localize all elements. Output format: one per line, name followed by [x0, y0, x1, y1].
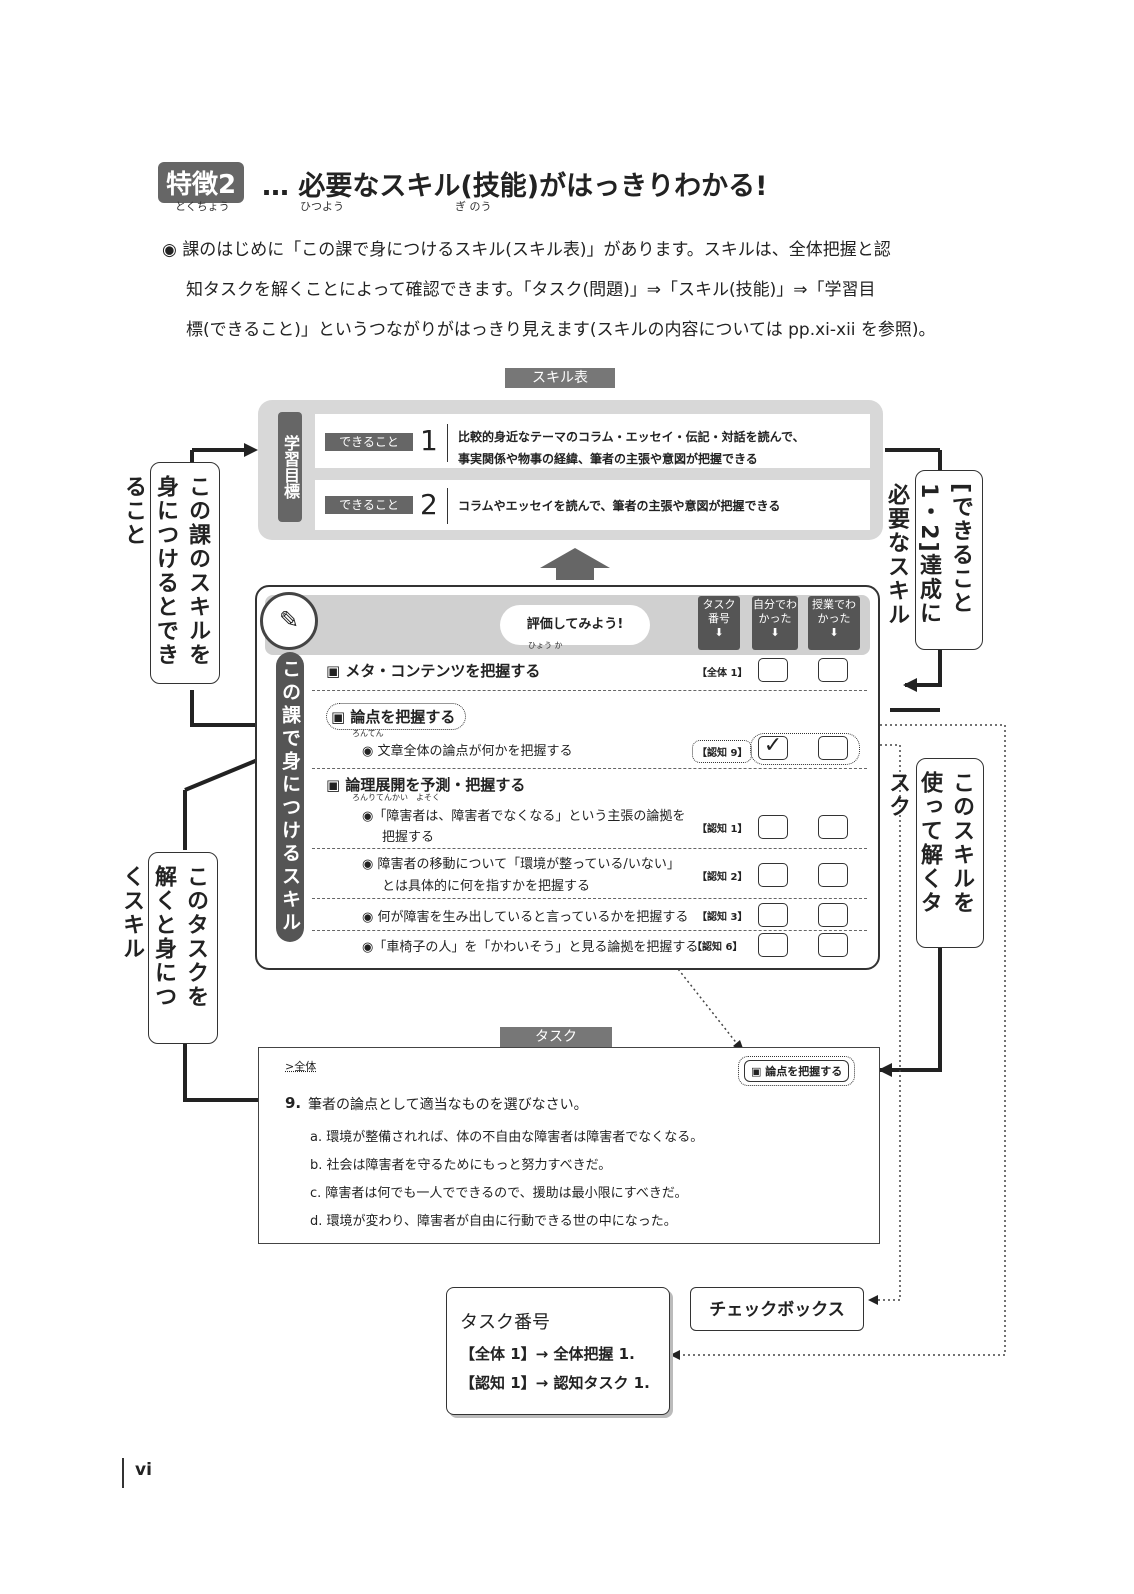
- task-code-cog-9: 【認知 9】: [692, 740, 753, 763]
- option-d[interactable]: d. 環境が変わり、障害者が自由に行動できる世の中になった。: [310, 1214, 677, 1229]
- callout-right-mid: このスキルを使って解くタスク: [885, 758, 984, 948]
- task-code-overview-1: 【全体 1】: [697, 668, 748, 679]
- row-divider: [312, 690, 867, 691]
- title-ruby-1: ひつよう: [300, 200, 344, 213]
- feature-badge: 特徴2: [158, 162, 245, 203]
- goal-num-2: 2: [420, 488, 438, 521]
- col-header-self-text: 自分でわかった: [753, 598, 797, 625]
- sub-skill-2-text-a: ◉「障害者は、障害者でなくなる」という主張の論拠を: [362, 809, 686, 824]
- sub-skill-1-text: ◉ 文章全体の論点が何かを把握する: [362, 744, 573, 759]
- goals-side-label: 学習目標: [278, 412, 302, 522]
- skill-section-1: ▣ メタ・コンテンツを把握する: [326, 662, 541, 680]
- skill-section-2-ruby: ろんてん: [352, 729, 384, 738]
- col-header-self: 自分でわかった ⬇: [752, 596, 798, 650]
- page-number-rule: [122, 1458, 124, 1488]
- task-scope: >全体: [285, 1060, 317, 1073]
- question-number: 9.: [285, 1094, 302, 1112]
- sub-skill-3-text-b: とは具体的に何を指すかを把握する: [382, 879, 591, 894]
- page-number: vi: [135, 1460, 152, 1480]
- task-skill-tag: ▣ 論点を把握する: [738, 1056, 856, 1086]
- intro-line-3: 標(できること)」というつながりがはっきり見えます(スキルの内容については pp…: [186, 320, 936, 340]
- task-skill-tag-inner: ▣ 論点を把握する: [744, 1060, 850, 1082]
- sub-skill-4-text: ◉ 何が障害を生み出していると言っているかを把握する: [362, 910, 689, 925]
- class-checkbox-1[interactable]: [818, 658, 848, 682]
- skill-section-1-title: メタ・コンテンツを把握する: [345, 662, 541, 680]
- eval-ruby: ひょう か: [528, 641, 563, 650]
- goal-divider-2: [447, 488, 448, 524]
- title-ruby-2: ぎ のう: [455, 200, 492, 213]
- goal-num-1: 1: [420, 424, 438, 457]
- goal-text-1a: 比較的身近なテーマのコラム・エッセイ・伝記・対話を読んで、: [458, 430, 805, 444]
- callout-left-top: この課のスキルを身につけるとできること: [121, 462, 220, 684]
- sub-skill-5-text: ◉「車椅子の人」を「かわいそう」と見る論拠を把握する: [362, 940, 699, 955]
- skill-section-2: ▣ 論点を把握する: [326, 703, 467, 730]
- self-checkbox-5[interactable]: [758, 903, 788, 927]
- skills-side-label: この課で身につけるスキル: [276, 652, 304, 942]
- goal-text-1b: 事実関係や物事の経緯、筆者の主張や意図が把握できる: [458, 452, 758, 466]
- col-header-class: 授業でわかった ⬇: [808, 596, 860, 650]
- col-header-task: タスク番号 ⬇: [698, 596, 740, 650]
- page-title: … 必要なスキル(技能)がはっきりわかる!: [262, 171, 768, 202]
- row-divider: [312, 898, 867, 899]
- task-code-cog-3: 【認知 3】: [697, 912, 748, 923]
- self-checkbox-6[interactable]: [758, 933, 788, 957]
- legend-title: タスク番号: [460, 1312, 550, 1333]
- badge-ruby: とくちょう: [175, 200, 230, 213]
- goal-divider-1: [447, 424, 448, 462]
- callout-right-top: [できること1・2]達成に必要なスキル: [884, 470, 983, 650]
- task-code-cog-1: 【認知 1】: [697, 824, 748, 835]
- self-checkbox-1[interactable]: [758, 658, 788, 682]
- goal-tag-1: できること: [325, 433, 413, 451]
- self-checkbox-4[interactable]: [758, 863, 788, 887]
- legend-line-1: 【全体 1】→ 全体把握 1.: [460, 1345, 635, 1363]
- self-checkbox-3[interactable]: [758, 815, 788, 839]
- option-c[interactable]: c. 障害者は何でも一人でできるので、援助は最小限にすべきだ。: [310, 1186, 688, 1201]
- checkbox-label: チェックボックス: [690, 1287, 864, 1331]
- option-b[interactable]: b. 社会は障害者を守るためにもっと努力すべきだ。: [310, 1158, 612, 1173]
- task-box: [258, 1047, 880, 1244]
- skill-table-label: スキル表: [505, 368, 615, 388]
- col-header-task-text: タスク番号: [702, 598, 736, 625]
- checked-checkbox-frame: [750, 733, 860, 765]
- task-label: タスク: [500, 1027, 612, 1047]
- callout-left-bottom: このタスクを解くと身につくスキル: [119, 852, 218, 1044]
- class-checkbox-6[interactable]: [818, 933, 848, 957]
- col-header-class-text: 授業でわかった: [812, 598, 856, 625]
- col-header-self-arrow: ⬇: [770, 626, 780, 639]
- self-checkbox-2[interactable]: ✓: [758, 735, 788, 760]
- row-divider: [312, 768, 867, 769]
- class-checkbox-2[interactable]: [818, 736, 848, 760]
- class-checkbox-3[interactable]: [818, 815, 848, 839]
- legend-line-2: 【認知 1】→ 認知タスク 1.: [460, 1374, 650, 1392]
- goal-tag-2: できること: [325, 496, 413, 514]
- intro-line-1: ◉ 課のはじめに「この課で身につけるスキル(スキル表)」があります。スキルは、全…: [162, 240, 891, 260]
- skill-section-2-title: 論点を把握する: [350, 708, 456, 726]
- class-checkbox-4[interactable]: [818, 863, 848, 887]
- skill-section-3-ruby: ろんりてんかい よそく: [352, 793, 440, 802]
- task-code-cog-2: 【認知 2】: [697, 872, 748, 883]
- col-header-class-arrow: ⬇: [829, 626, 839, 639]
- eval-bubble: 評価してみよう!: [500, 605, 650, 645]
- col-header-task-arrow: ⬇: [714, 626, 724, 639]
- skill-section-3-title: 論理展開を予測・把握する: [345, 776, 526, 794]
- skill-section-3: ▣ 論理展開を予測・把握する: [326, 776, 526, 794]
- row-divider: [312, 848, 867, 849]
- goal-text-2: コラムやエッセイを読んで、筆者の主張や意図が把握できる: [458, 499, 781, 513]
- sub-skill-2-text-b: 把握する: [382, 830, 435, 845]
- question-text: 筆者の論点として適当なものを選びなさい。: [308, 1097, 588, 1113]
- task-code-cog-6: 【認知 6】: [692, 942, 743, 953]
- option-a[interactable]: a. 環境が整備されれば、体の不自由な障害者は障害者でなくなる。: [310, 1130, 704, 1145]
- row-divider: [312, 930, 867, 931]
- skills-logo-icon: ✎: [260, 592, 318, 650]
- intro-line-2: 知タスクを解くことによって確認できます。「タスク(問題)」⇒「スキル(技能)」⇒…: [186, 280, 876, 300]
- task-skill-tag-text: 論点を把握する: [765, 1065, 843, 1078]
- class-checkbox-5[interactable]: [818, 903, 848, 927]
- sub-skill-3-text-a: ◉ 障害者の移動について「環境が整っている/いない」: [362, 857, 680, 872]
- legend-box: [446, 1287, 670, 1415]
